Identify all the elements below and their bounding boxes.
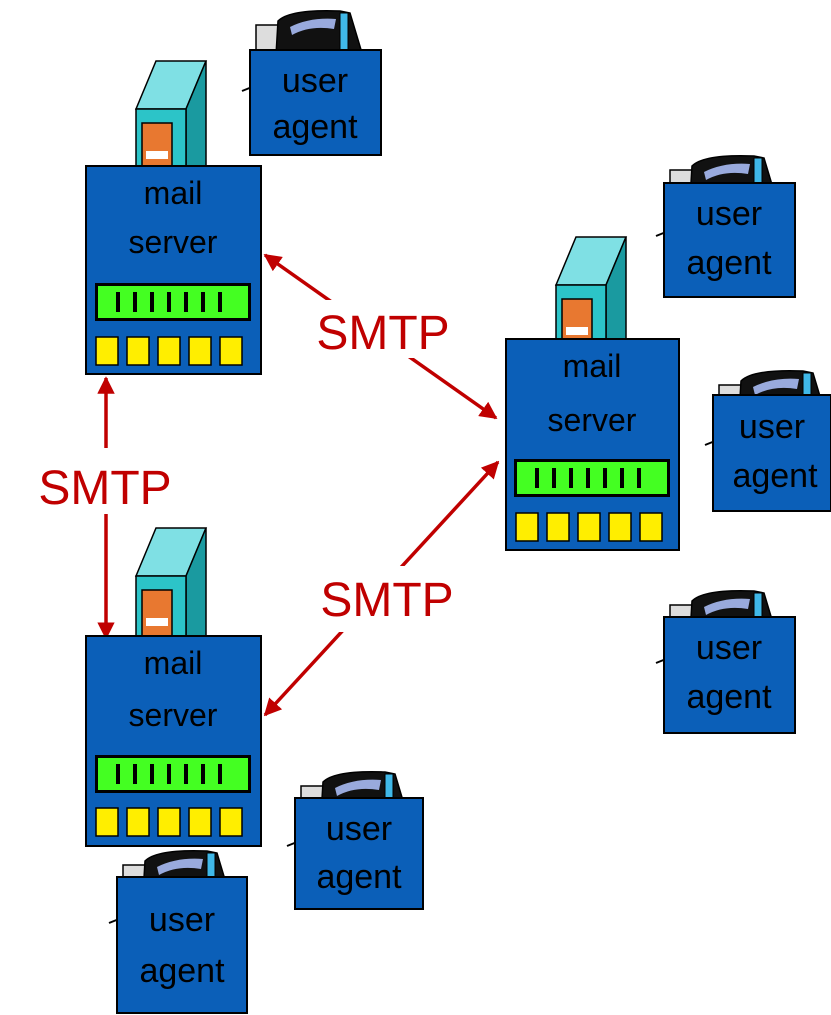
server-tower-icon <box>134 60 208 172</box>
user-agent-box <box>663 616 796 734</box>
user-agent-right-2: user agent <box>704 369 831 512</box>
smtp-label: SMTP <box>320 574 453 627</box>
user-agent-line1: user <box>696 629 762 667</box>
user-agent-line1: user <box>282 62 348 100</box>
user-agent-top: user agent <box>241 9 382 156</box>
user-agent-line2: agent <box>272 108 358 146</box>
user-agent-line2: agent <box>732 457 818 495</box>
smtp-label-group-2: SMTP <box>16 448 194 515</box>
green-panel <box>514 459 670 497</box>
user-agent-line1: user <box>696 195 762 233</box>
smtp-label-group-3: SMTP <box>300 566 478 632</box>
user-agent-line1: user <box>149 901 215 939</box>
user-agent-box <box>712 394 831 512</box>
user-agent-line2: agent <box>686 678 772 716</box>
user-agent-box <box>663 182 796 298</box>
user-agent-line1: user <box>326 810 392 848</box>
user-agent-box <box>116 876 248 1014</box>
smtp-label: SMTP <box>316 307 449 360</box>
mail-server-bottom-left: mail server <box>85 527 262 847</box>
server-label-line1: mail <box>563 348 622 384</box>
user-agent-line2: agent <box>686 244 772 282</box>
server-tower-icon <box>134 527 208 639</box>
user-agent-bottom-2: user agent <box>108 849 248 1014</box>
user-agent-right-3: user agent <box>655 589 796 734</box>
server-label-line2: server <box>129 224 218 260</box>
server-label-line1: mail <box>144 645 203 681</box>
mail-server-top-left: mail server <box>85 60 262 375</box>
user-agent-line1: user <box>739 408 805 446</box>
yellow-slots <box>95 807 243 837</box>
yellow-slots <box>95 336 243 366</box>
user-agent-box <box>294 797 424 910</box>
mail-server-right: mail server <box>505 236 680 551</box>
user-agent-line2: agent <box>316 858 402 896</box>
server-tower-icon <box>554 236 628 348</box>
user-agent-line2: agent <box>139 952 225 990</box>
server-label-line2: server <box>548 402 637 438</box>
server-label-line2: server <box>129 697 218 733</box>
user-agent-right-1: user agent <box>655 154 796 298</box>
yellow-slots <box>515 512 663 542</box>
user-agent-bottom-1: user agent <box>286 770 424 910</box>
green-panel <box>95 755 251 793</box>
smtp-label-group-1: SMTP <box>294 300 472 360</box>
green-panel <box>95 283 251 321</box>
user-agent-box <box>249 49 382 156</box>
server-label-line1: mail <box>144 175 203 211</box>
smtp-label: SMTP <box>38 462 171 515</box>
